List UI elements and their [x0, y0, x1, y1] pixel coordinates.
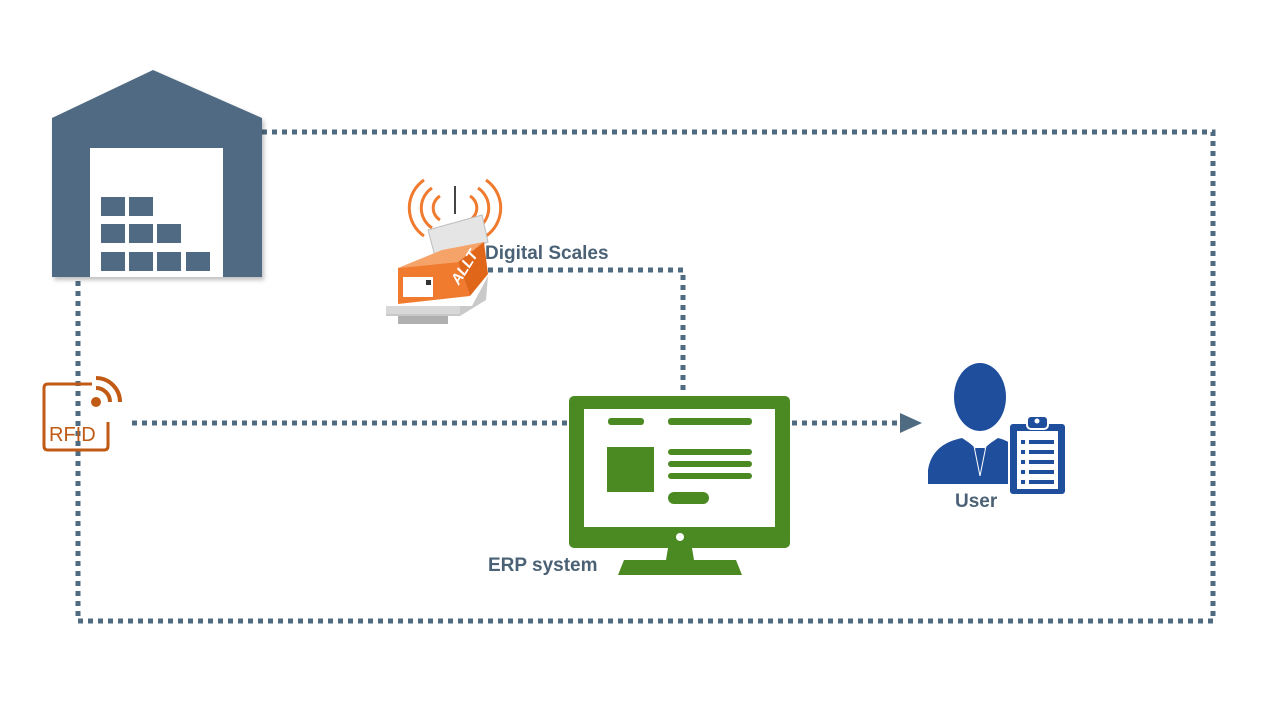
clipboard-lines: [1021, 440, 1054, 484]
user-with-clipboard-icon: [928, 363, 1067, 496]
digital-scale-icon: ALLT: [386, 178, 503, 324]
rfid-label: RFID: [49, 424, 96, 446]
digital-scales-label: Digital Scales: [485, 243, 609, 264]
scale-signal-waves: [407, 178, 503, 238]
user-label: User: [955, 491, 998, 512]
connector-warehouse-loop: [75, 129, 1216, 624]
connector-lines: [75, 129, 1216, 624]
erp-system-label: ERP system: [488, 555, 598, 576]
arrowhead-icon: [900, 413, 922, 433]
monitor-screen-content: [607, 418, 752, 504]
monitor-icon: [569, 396, 790, 575]
rfid-icon: RFID: [42, 376, 122, 452]
warehouse-boxes: [101, 197, 210, 271]
connector-scales-to-erp: [478, 267, 686, 390]
warehouse-icon: [52, 70, 262, 277]
